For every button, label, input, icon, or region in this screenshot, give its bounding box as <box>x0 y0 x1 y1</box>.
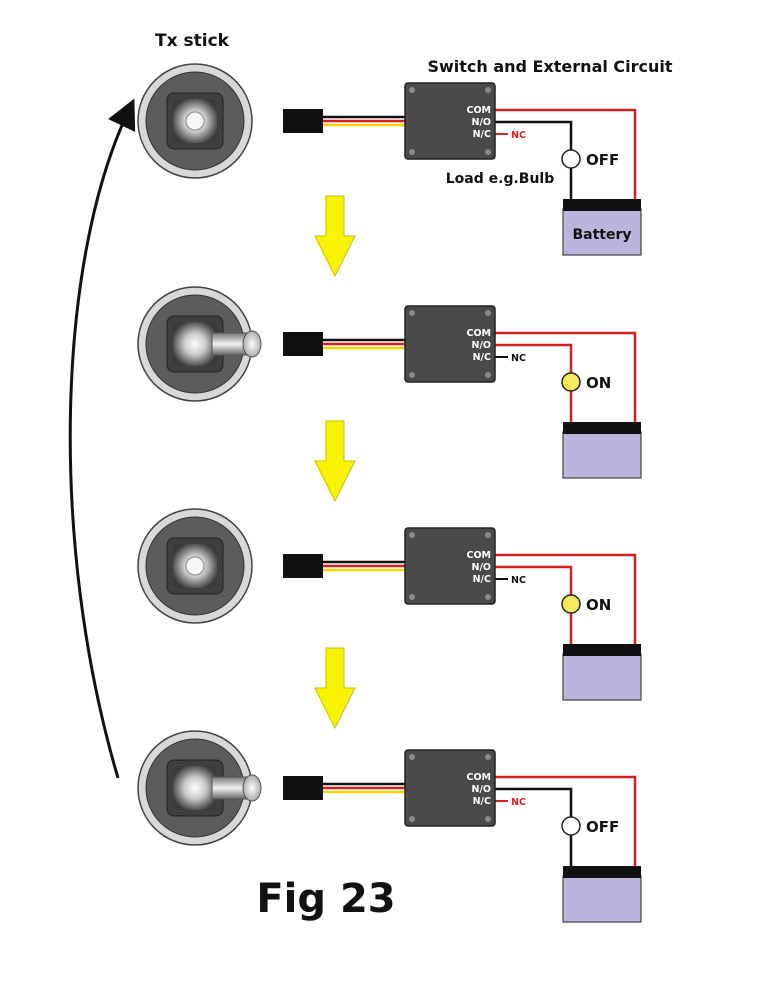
circuit-no-red-wire <box>495 343 573 422</box>
switch-screw-2 <box>485 87 491 93</box>
bulb-unlit <box>561 149 581 169</box>
stick-tip-center <box>185 556 205 576</box>
pin-nc-label: N/C <box>473 129 491 140</box>
switch-screw-4 <box>485 372 491 378</box>
circuit-com-red-wire <box>495 108 637 199</box>
pin-com-label: COM <box>466 328 491 339</box>
battery-label: Battery <box>572 227 631 243</box>
nc-tag-label: NC <box>511 797 526 808</box>
servo-plug <box>283 109 323 133</box>
switch-screw-3 <box>409 816 415 822</box>
nc-tag-label: NC <box>511 130 526 141</box>
transition-arrow-2 <box>314 420 356 503</box>
servo-plug <box>283 776 323 800</box>
switch-box <box>404 749 496 827</box>
stick-tip-pushed <box>242 330 262 358</box>
switch-screw-3 <box>409 372 415 378</box>
switch-box <box>404 527 496 605</box>
battery-body <box>562 431 642 479</box>
switch-screw-2 <box>485 754 491 760</box>
switch-screw-2 <box>485 532 491 538</box>
battery-terminal-bar <box>563 199 641 211</box>
nc-tag-label: NC <box>511 575 526 586</box>
pin-nc-label: N/C <box>473 352 491 363</box>
battery-body <box>562 208 642 256</box>
circuit-com-red-wire <box>495 775 637 866</box>
bulb-state-label: ON <box>586 596 611 614</box>
gimbal-knob <box>173 322 217 366</box>
switch-screw-4 <box>485 594 491 600</box>
nc-tag-label: NC <box>511 353 526 364</box>
switch-screw-3 <box>409 149 415 155</box>
stick-tip-pushed <box>242 774 262 802</box>
switch-screw-2 <box>485 310 491 316</box>
pin-nc-label: N/C <box>473 574 491 585</box>
pin-nc-label: N/C <box>473 796 491 807</box>
switch-screw-1 <box>409 87 415 93</box>
servo-plug <box>283 554 323 578</box>
switch-circuit-title: Switch and External Circuit <box>427 57 672 76</box>
battery-terminal-bar <box>563 422 641 434</box>
bulb-lit <box>561 372 581 392</box>
stick-tip-center <box>185 111 205 131</box>
bulb-lit <box>561 594 581 614</box>
switch-screw-1 <box>409 532 415 538</box>
switch-screw-3 <box>409 594 415 600</box>
pin-no-label: N/O <box>472 117 492 128</box>
switch-box <box>404 305 496 383</box>
transition-arrow-3 <box>314 647 356 730</box>
gimbal-knob <box>173 766 217 810</box>
bulb-state-label: OFF <box>586 818 619 836</box>
pin-com-label: COM <box>466 772 491 783</box>
transition-arrow-1 <box>314 195 356 278</box>
pin-com-label: COM <box>466 550 491 561</box>
switch-screw-4 <box>485 149 491 155</box>
circuit-no-black-wire <box>495 787 573 866</box>
battery-terminal-bar <box>563 866 641 878</box>
switch-box <box>404 82 496 160</box>
pin-no-label: N/O <box>472 562 492 573</box>
battery-terminal-bar <box>563 644 641 656</box>
bulb-state-label: ON <box>586 374 611 392</box>
bulb-state-label: OFF <box>586 151 619 169</box>
battery-body <box>562 653 642 701</box>
battery-body <box>562 875 642 923</box>
switch-screw-1 <box>409 310 415 316</box>
load-label: Load e.g.Bulb <box>446 171 555 187</box>
pin-com-label: COM <box>466 105 491 116</box>
circuit-com-red-wire <box>495 331 637 422</box>
circuit-com-red-wire <box>495 553 637 644</box>
pin-no-label: N/O <box>472 784 492 795</box>
cycle-return-arrow <box>68 98 136 779</box>
servo-plug <box>283 332 323 356</box>
tx-stick-title: Tx stick <box>155 31 230 51</box>
circuit-no-red-wire <box>495 565 573 644</box>
switch-screw-4 <box>485 816 491 822</box>
bulb-unlit <box>561 816 581 836</box>
switch-screw-1 <box>409 754 415 760</box>
circuit-no-black-wire <box>495 120 573 199</box>
figure-label: Fig 23 <box>256 876 395 922</box>
pin-no-label: N/O <box>472 340 492 351</box>
